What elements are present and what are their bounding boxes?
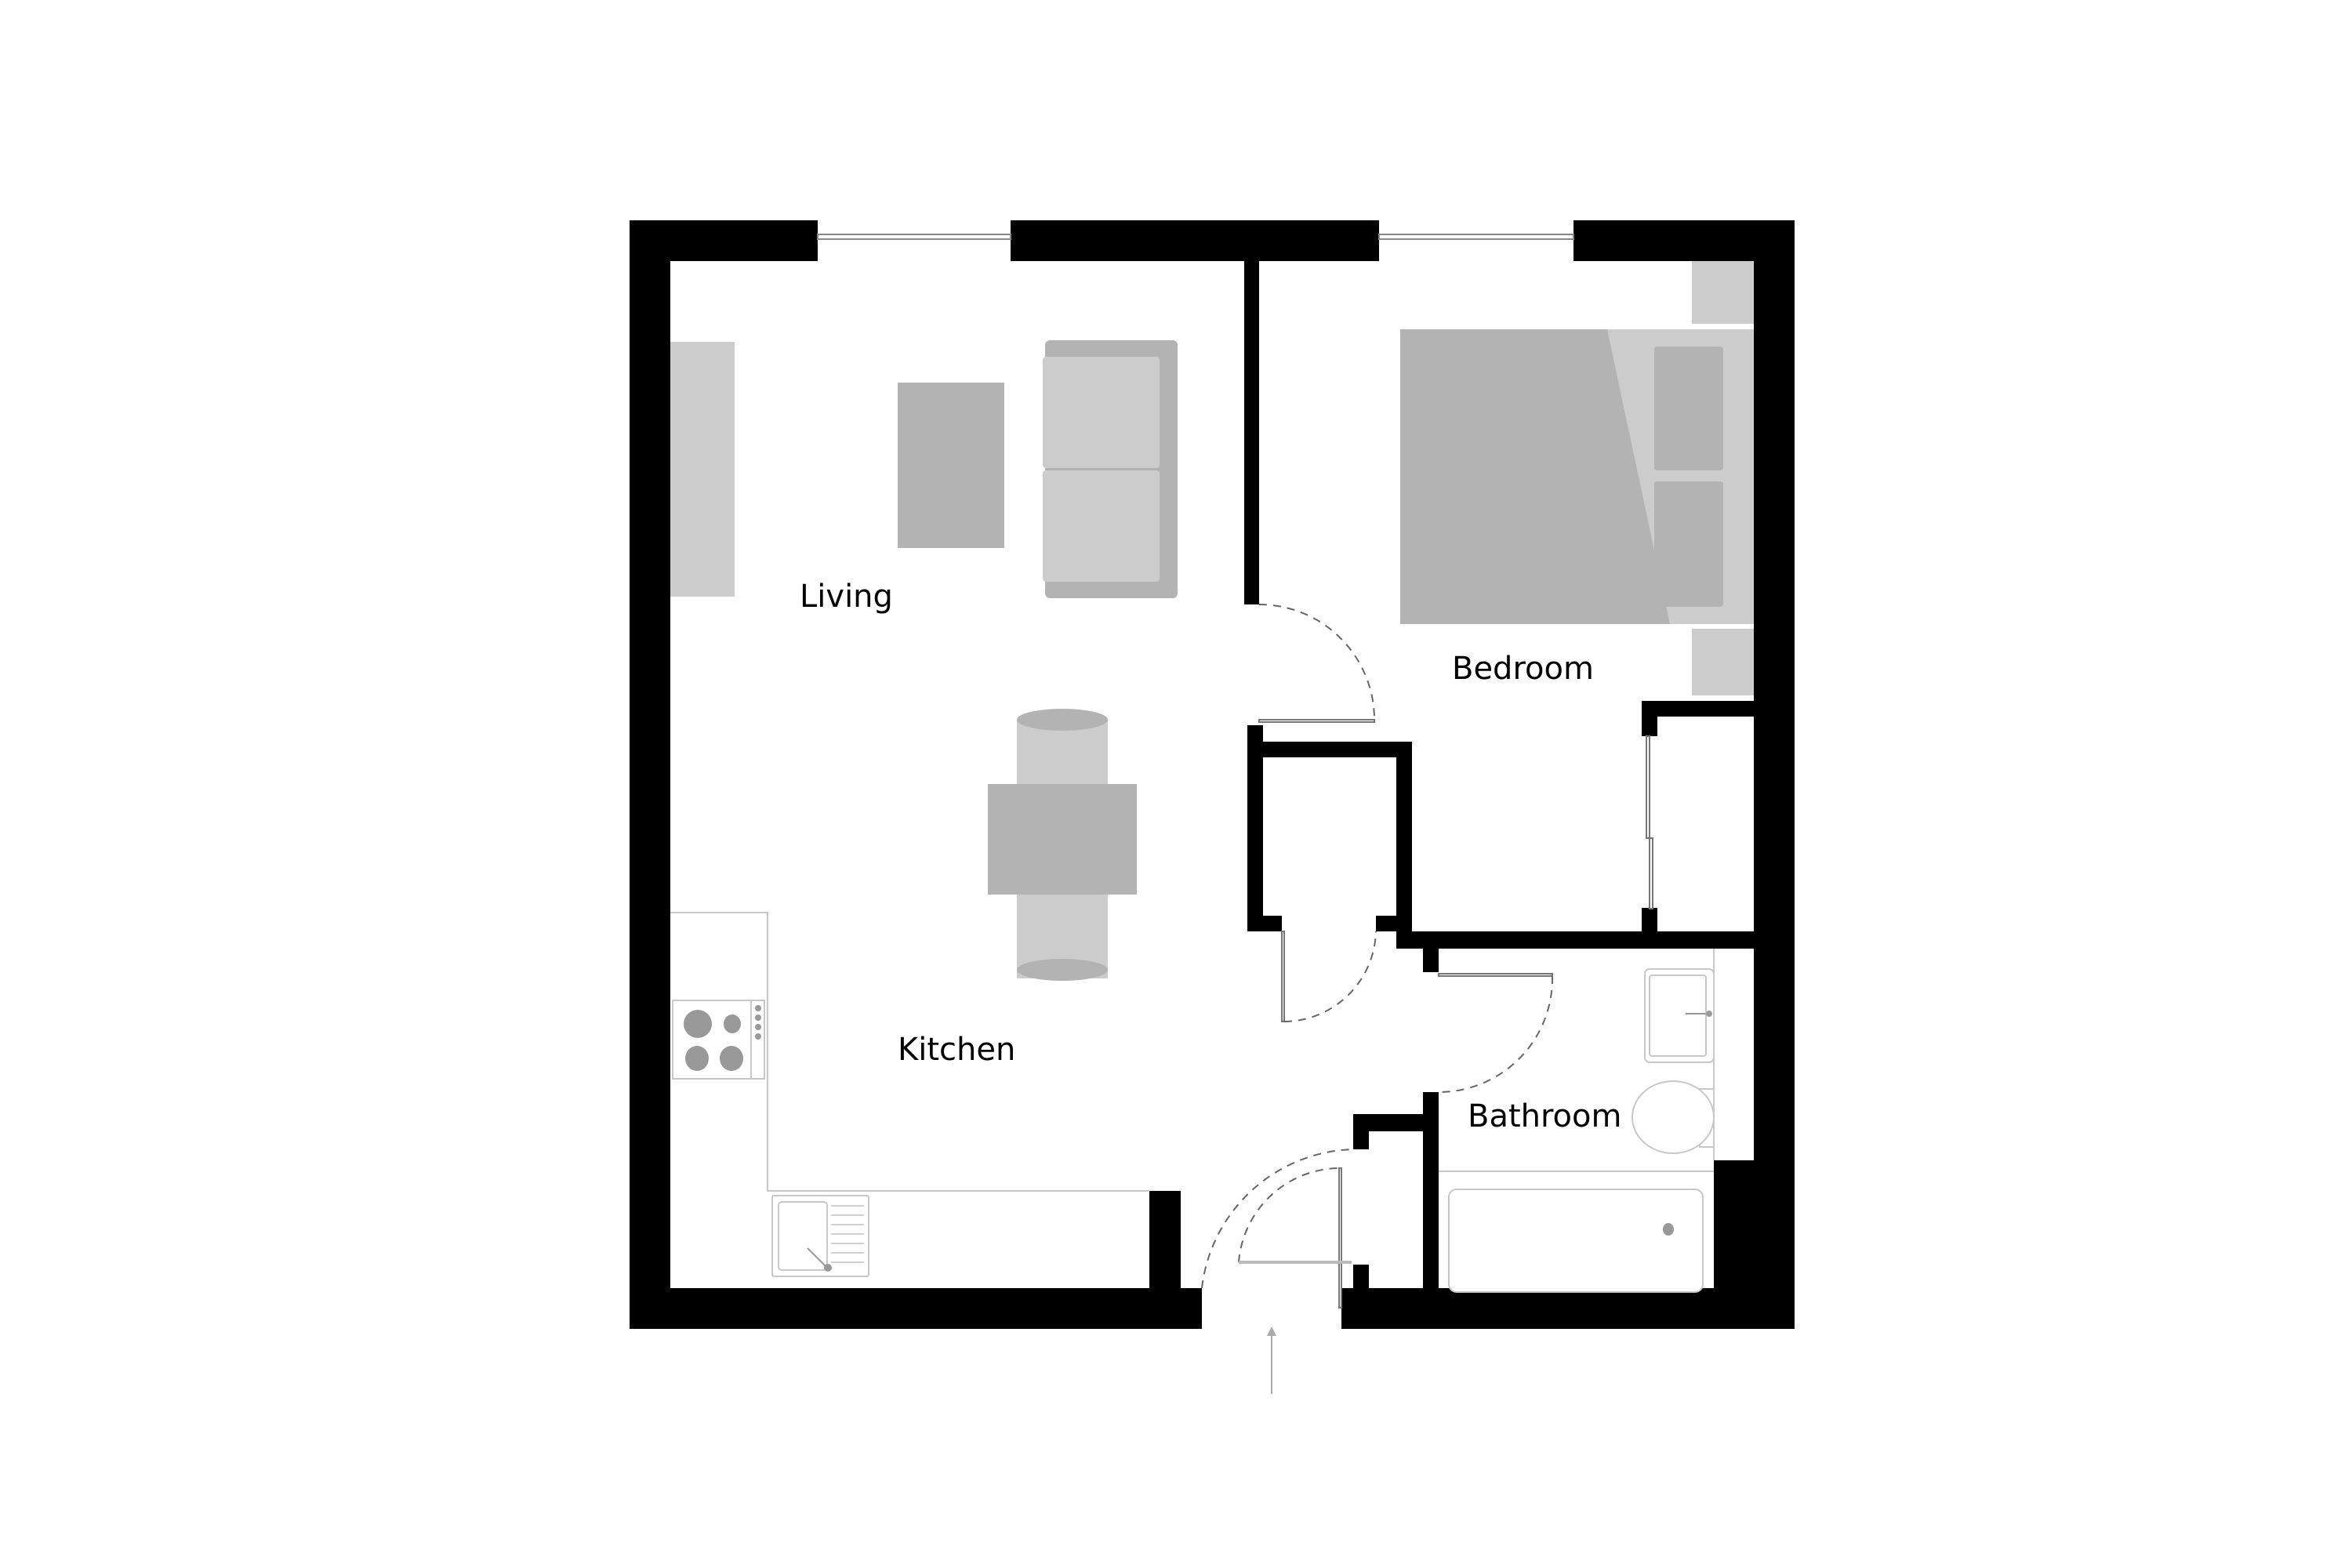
bedroom-door[interactable] (1258, 604, 1375, 723)
wall-living-bedroom (1244, 261, 1259, 604)
room-label-bedroom: Bedroom (1452, 651, 1594, 687)
bedroom-furniture (1400, 261, 1754, 909)
wardrobe-wall-top (1642, 701, 1754, 717)
wardrobe-jamb-bottom (1642, 908, 1657, 939)
doors (1201, 604, 1554, 1308)
window-bedroom (1378, 234, 1574, 240)
bathtub (1448, 1189, 1704, 1293)
wall-bedroom-bathroom (1396, 931, 1754, 949)
tv-unit (670, 342, 735, 597)
kitchen-stub-wall (1149, 1191, 1181, 1293)
storage-jamb-top (1353, 1114, 1369, 1149)
closet-wall-top (1247, 742, 1412, 757)
entrance-door[interactable] (1201, 1149, 1354, 1308)
pillow-top (1654, 347, 1723, 470)
nightstand-bottom (1692, 629, 1754, 695)
bathroom-jamb-top (1423, 947, 1439, 972)
wall-bathroom-left (1423, 1092, 1439, 1296)
coffee-table (898, 383, 1004, 548)
bathroom-fixtures (1439, 949, 1715, 1293)
hob (672, 1000, 765, 1080)
closet-wall-right (1396, 742, 1412, 948)
room-label-living: Living (800, 579, 893, 615)
wardrobe-door[interactable] (1646, 735, 1650, 839)
closet-jamb-right (1376, 916, 1412, 931)
window-living (817, 234, 1011, 240)
double-bed (1400, 329, 1754, 624)
kitchen-furniture (670, 709, 1149, 1277)
bathroom-door[interactable] (1438, 973, 1554, 1093)
closet-jamb-left (1247, 916, 1282, 931)
sofa (1043, 340, 1178, 598)
storage-jamb-bottom (1353, 1265, 1369, 1296)
dining-table (988, 784, 1137, 895)
toilet (1632, 1080, 1715, 1154)
windows (817, 234, 1574, 240)
wall-corner-block (1714, 1160, 1795, 1329)
room-label-bathroom: Bathroom (1468, 1098, 1621, 1134)
wall-top-middle (1011, 220, 1379, 261)
nightstand-top (1692, 261, 1754, 324)
bathroom-right-recess (1754, 949, 1795, 1160)
entrance-arrow-icon (1267, 1327, 1276, 1394)
wardrobe-door-2[interactable] (1649, 837, 1653, 909)
living-furniture (670, 340, 1178, 598)
wall-bottom-left (630, 1288, 1202, 1329)
wall-left (630, 220, 670, 1329)
washbasin (1644, 968, 1715, 1063)
wardrobe-jamb-top (1642, 701, 1657, 736)
storage-wall-top (1353, 1114, 1432, 1131)
pillow-bottom (1654, 481, 1723, 607)
sink (771, 1195, 869, 1277)
dining-set (988, 709, 1137, 981)
closet-wall-left (1247, 725, 1263, 931)
room-label-kitchen: Kitchen (898, 1032, 1015, 1068)
interior-walls (1149, 261, 1795, 1296)
closet-door[interactable] (1281, 931, 1377, 1022)
